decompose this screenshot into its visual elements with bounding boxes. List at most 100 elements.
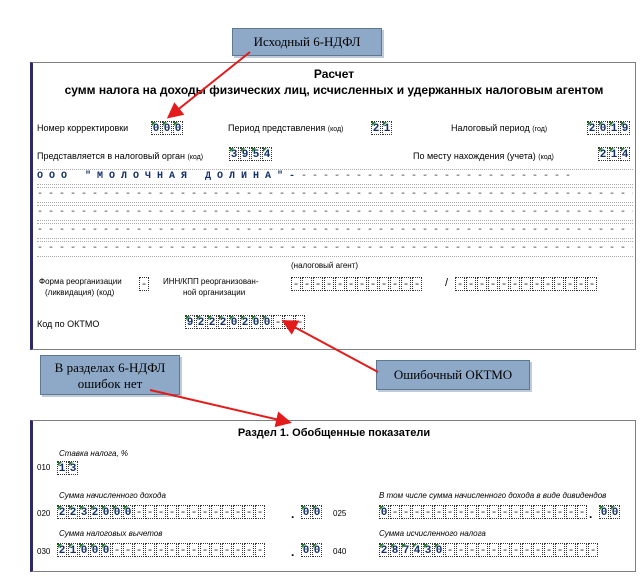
tax-period-cell[interactable]: 2 [587, 121, 597, 135]
tax-cell-empty[interactable]: - [478, 543, 488, 557]
dividends-kop-cell[interactable]: 0 [610, 505, 620, 519]
dividends-cell-empty[interactable]: - [456, 505, 466, 519]
inn-cell[interactable]: - [401, 277, 411, 291]
kpp-cell[interactable]: - [477, 277, 487, 291]
deductions-cell[interactable]: 0 [79, 543, 89, 557]
tax-cell[interactable]: 0 [434, 543, 444, 557]
kpp-cell[interactable]: - [532, 277, 542, 291]
tax-office-cell[interactable]: 9 [240, 147, 250, 161]
tax-cell-empty[interactable]: - [511, 543, 521, 557]
kpp-cell[interactable]: - [488, 277, 498, 291]
tax-cell-empty[interactable]: - [456, 543, 466, 557]
tax-cell-empty[interactable]: - [544, 543, 554, 557]
dividends-cell-empty[interactable]: - [566, 505, 576, 519]
dividends-cell-empty[interactable]: - [500, 505, 510, 519]
tax-period-cell[interactable]: 1 [609, 121, 619, 135]
kpp-cell[interactable]: - [565, 277, 575, 291]
tax-cell-empty[interactable]: - [522, 543, 532, 557]
tax-cell-empty[interactable]: - [566, 543, 576, 557]
tax-cell[interactable]: 3 [423, 543, 433, 557]
deductions-cell-empty[interactable]: - [178, 543, 188, 557]
oktmo-cell[interactable]: 2 [207, 315, 217, 329]
deductions-cell-empty[interactable]: - [134, 543, 144, 557]
period-cell[interactable]: 2 [371, 121, 381, 135]
income-cell-empty[interactable]: - [244, 505, 254, 519]
oktmo-cell[interactable]: 0 [251, 315, 261, 329]
inn-cell[interactable]: - [313, 277, 323, 291]
oktmo-cell[interactable]: 2 [218, 315, 228, 329]
income-cell[interactable]: 3 [79, 505, 89, 519]
inn-cell[interactable]: - [302, 277, 312, 291]
income-kop-cell[interactable]: 0 [301, 505, 311, 519]
tax-cell[interactable]: 7 [401, 543, 411, 557]
deductions-cell[interactable]: 2 [57, 543, 67, 557]
kpp-cell[interactable]: - [576, 277, 586, 291]
deductions-cell-empty[interactable]: - [255, 543, 265, 557]
inn-cell[interactable]: - [324, 277, 334, 291]
income-cell-empty[interactable]: - [255, 505, 265, 519]
location-cell[interactable]: 1 [609, 147, 619, 161]
income-cell-empty[interactable]: - [156, 505, 166, 519]
oktmo-cell[interactable]: 9 [185, 315, 195, 329]
tax-cell-empty[interactable]: - [533, 543, 543, 557]
agent-name-row-4[interactable]: ----------------------------------------… [37, 223, 633, 239]
dividends-cell-empty[interactable]: - [478, 505, 488, 519]
tax-cell-empty[interactable]: - [500, 543, 510, 557]
deductions-cell-empty[interactable]: - [211, 543, 221, 557]
agent-name-row[interactable]: ООО "МОЛОЧНАЯ ДОЛИНА"-------------------… [37, 169, 633, 185]
deductions-cell-empty[interactable]: - [200, 543, 210, 557]
kpp-cell[interactable]: - [521, 277, 531, 291]
agent-name-row-2[interactable]: ----------------------------------------… [37, 187, 633, 203]
dividends-cell[interactable]: 0 [379, 505, 389, 519]
dividends-cell-empty[interactable]: - [390, 505, 400, 519]
tax-office-cell[interactable]: 4 [262, 147, 272, 161]
oktmo-cell[interactable]: 0 [229, 315, 239, 329]
income-cell-empty[interactable]: - [145, 505, 155, 519]
tax-cell[interactable]: 8 [390, 543, 400, 557]
inn-cell[interactable]: - [390, 277, 400, 291]
oktmo-cell[interactable]: 0 [262, 315, 272, 329]
deductions-cell[interactable]: 1 [68, 543, 78, 557]
income-kop-cell[interactable]: 0 [312, 505, 322, 519]
tax-period-cell[interactable]: 0 [598, 121, 608, 135]
dividends-cell-empty[interactable]: - [401, 505, 411, 519]
income-cell[interactable]: 2 [90, 505, 100, 519]
income-cell[interactable]: 0 [123, 505, 133, 519]
tax-cell-empty[interactable]: - [588, 543, 598, 557]
kpp-cell[interactable]: - [499, 277, 509, 291]
dividends-cell-empty[interactable]: - [434, 505, 444, 519]
income-cell[interactable]: 0 [101, 505, 111, 519]
dividends-cell-empty[interactable]: - [412, 505, 422, 519]
deductions-kop-cell[interactable]: 0 [312, 543, 322, 557]
tax-cell-empty[interactable]: - [445, 543, 455, 557]
inn-cell[interactable]: - [412, 277, 422, 291]
dividends-cell-empty[interactable]: - [511, 505, 521, 519]
rate-cell[interactable]: 3 [68, 461, 78, 475]
dividends-cell-empty[interactable]: - [522, 505, 532, 519]
deductions-cell-empty[interactable]: - [244, 543, 254, 557]
tax-cell-empty[interactable]: - [467, 543, 477, 557]
dividends-cell-empty[interactable]: - [544, 505, 554, 519]
inn-cell[interactable]: - [335, 277, 345, 291]
inn-cell[interactable]: - [357, 277, 367, 291]
correction-cell[interactable]: 0 [173, 121, 183, 135]
income-cell-empty[interactable]: - [134, 505, 144, 519]
rate-cell[interactable]: 1 [57, 461, 67, 475]
dividends-kop-cell[interactable]: 0 [599, 505, 609, 519]
period-cell[interactable]: 1 [382, 121, 392, 135]
deductions-cell-empty[interactable]: - [233, 543, 243, 557]
location-cell[interactable]: 2 [598, 147, 608, 161]
kpp-cell[interactable]: - [543, 277, 553, 291]
dividends-cell-empty[interactable]: - [533, 505, 543, 519]
reorg-form-cell[interactable]: - [139, 277, 149, 291]
inn-cell[interactable]: - [368, 277, 378, 291]
income-cell-empty[interactable]: - [189, 505, 199, 519]
deductions-cell-empty[interactable]: - [123, 543, 133, 557]
income-cell[interactable]: 2 [57, 505, 67, 519]
kpp-cell[interactable]: - [455, 277, 465, 291]
oktmo-cell[interactable]: 2 [240, 315, 250, 329]
income-cell-empty[interactable]: - [211, 505, 221, 519]
income-cell-empty[interactable]: - [233, 505, 243, 519]
deductions-cell-empty[interactable]: - [222, 543, 232, 557]
dividends-cell-empty[interactable]: - [489, 505, 499, 519]
